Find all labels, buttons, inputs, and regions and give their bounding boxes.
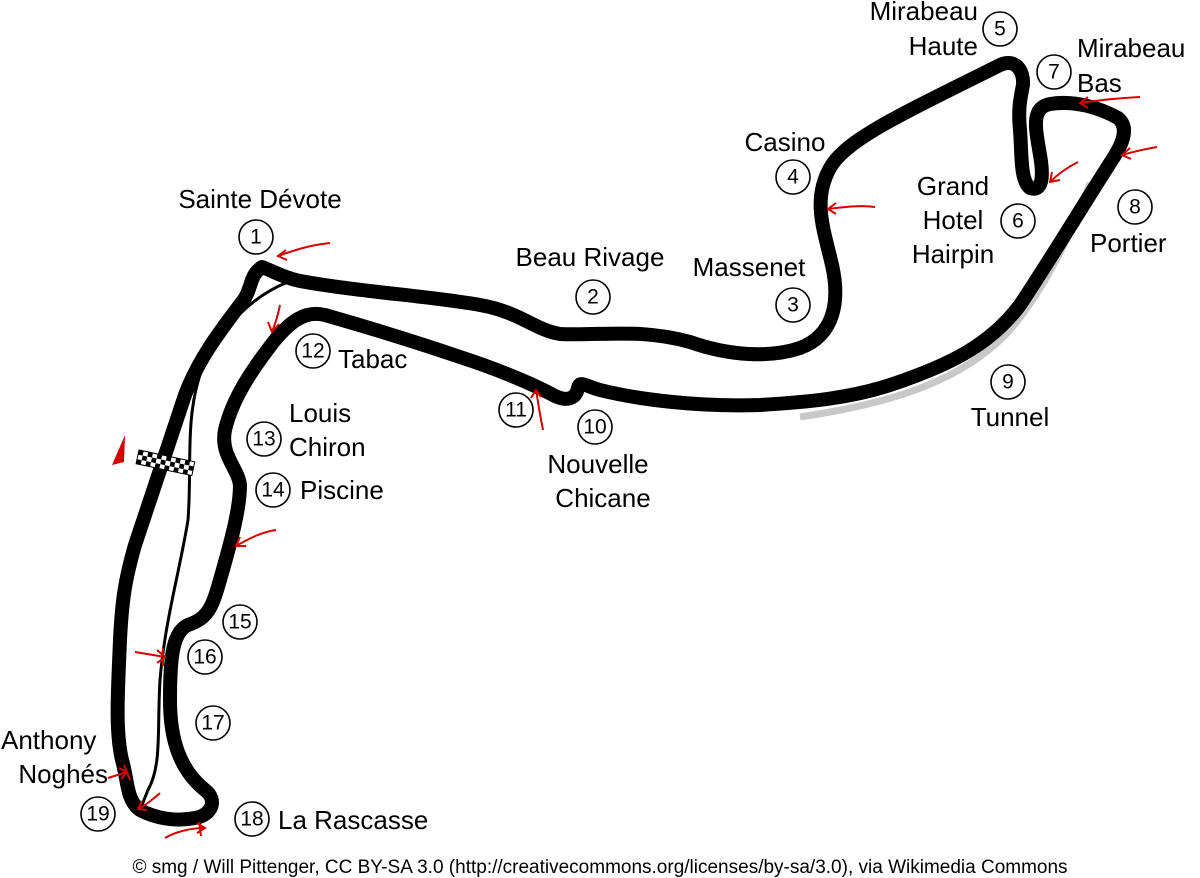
- svg-text:Louis: Louis: [289, 398, 351, 428]
- svg-text:Anthony: Anthony: [1, 725, 96, 755]
- svg-text:Beau Rivage: Beau Rivage: [516, 242, 665, 272]
- start-finish-flag-icon: [135, 449, 196, 477]
- svg-text:Hairpin: Hairpin: [912, 239, 994, 269]
- svg-text:18: 18: [240, 808, 263, 831]
- corner-18: 18 La Rascasse: [234, 801, 428, 837]
- svg-text:Grand: Grand: [917, 171, 989, 201]
- corner-7: 7 Mirabeau Bas: [1036, 33, 1185, 98]
- corner-8: 8 Portier: [1090, 189, 1167, 258]
- svg-text:Mirabeau: Mirabeau: [870, 0, 978, 26]
- svg-text:1: 1: [250, 226, 262, 249]
- svg-text:Noghés: Noghés: [18, 759, 108, 789]
- svg-text:13: 13: [252, 428, 275, 451]
- corner-4: 4 Casino: [745, 127, 826, 195]
- svg-text:14: 14: [261, 479, 285, 502]
- corner-16: 16: [187, 639, 223, 675]
- svg-text:16: 16: [193, 646, 216, 669]
- direction-triangle-icon: [112, 435, 125, 465]
- braking-arrows: [107, 96, 1158, 839]
- track: [110, 56, 1131, 827]
- corner-17: 17: [195, 705, 231, 741]
- corner-6: 6 Grand Hotel Hairpin: [912, 171, 1036, 269]
- corner-13: 13 Louis Chiron: [246, 398, 366, 462]
- svg-text:Haute: Haute: [909, 31, 978, 61]
- svg-text:5: 5: [994, 18, 1006, 41]
- corner-14: 14 Piscine: [255, 472, 384, 508]
- svg-text:Tunnel: Tunnel: [971, 402, 1050, 432]
- svg-text:12: 12: [301, 340, 324, 363]
- corner-9: 9 Tunnel: [971, 364, 1050, 432]
- corner-12: 12 Tabac: [295, 333, 407, 374]
- svg-text:Chicane: Chicane: [555, 483, 650, 513]
- svg-text:Chiron: Chiron: [289, 432, 366, 462]
- svg-text:Piscine: Piscine: [300, 475, 384, 505]
- svg-text:11: 11: [505, 399, 527, 422]
- svg-text:8: 8: [1129, 196, 1141, 219]
- corner-11: 11: [498, 392, 534, 428]
- corner-15: 15: [222, 604, 258, 640]
- corner-5: 5 Mirabeau Haute: [870, 0, 1018, 61]
- svg-text:3: 3: [787, 294, 799, 317]
- svg-text:Portier: Portier: [1090, 228, 1167, 258]
- svg-text:17: 17: [201, 712, 224, 735]
- corner-10: 10 Nouvelle Chicane: [547, 409, 651, 513]
- svg-text:2: 2: [587, 286, 599, 309]
- corner-1: 1 Sainte Dévote: [178, 184, 342, 255]
- svg-text:Nouvelle: Nouvelle: [547, 449, 648, 479]
- svg-text:Massenet: Massenet: [693, 252, 806, 282]
- svg-text:Sainte Dévote: Sainte Dévote: [178, 184, 341, 214]
- svg-text:Bas: Bas: [1077, 68, 1122, 98]
- corner-3: 3 Massenet: [693, 252, 811, 323]
- svg-text:15: 15: [228, 611, 251, 634]
- svg-text:La Rascasse: La Rascasse: [278, 805, 428, 835]
- svg-text:Tabac: Tabac: [338, 344, 407, 374]
- svg-text:10: 10: [583, 416, 606, 439]
- svg-text:Hotel: Hotel: [923, 205, 984, 235]
- corner-2: 2 Beau Rivage: [516, 242, 665, 315]
- svg-text:Mirabeau: Mirabeau: [1077, 33, 1185, 63]
- svg-text:4: 4: [787, 166, 799, 189]
- svg-text:6: 6: [1012, 210, 1024, 233]
- corner-19: 19 Anthony Noghés: [1, 725, 116, 832]
- attribution-caption: © smg / Will Pittenger, CC BY-SA 3.0 (ht…: [132, 857, 1067, 878]
- svg-text:9: 9: [1002, 371, 1014, 394]
- svg-text:19: 19: [86, 803, 109, 826]
- svg-text:7: 7: [1048, 61, 1060, 84]
- svg-text:Casino: Casino: [745, 127, 826, 157]
